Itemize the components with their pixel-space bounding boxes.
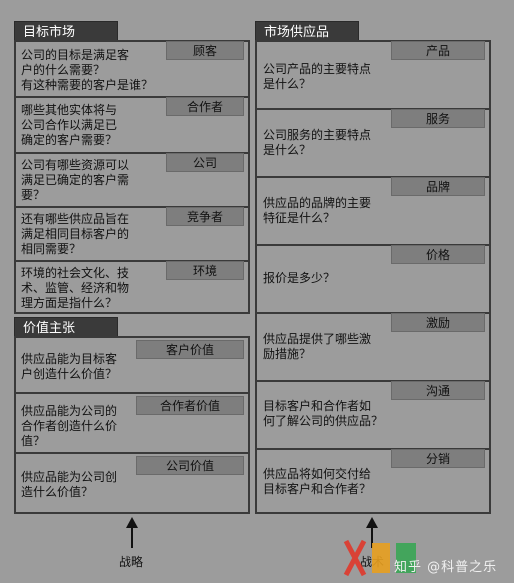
value-row-customer: 客户价值 供应品能为目标客 户创造什么价值？ xyxy=(16,338,248,394)
tag-product: 产品 xyxy=(391,41,485,60)
tag-environment: 环境 xyxy=(166,261,244,280)
question-company-value: 供应品能为公司创 造什么价值？ xyxy=(21,470,118,499)
question-company: 公司有哪些资源可以 满足已确定的客户需 要？ xyxy=(21,158,130,202)
tactics-arrow-head xyxy=(366,517,378,528)
tag-company: 公司 xyxy=(166,153,244,172)
tag-customer: 顾客 xyxy=(166,41,244,60)
offering-row-distribution: 分销 供应品将如何交付给 目标客户和合作者？ xyxy=(257,449,489,512)
target-market-header: 目标市场 xyxy=(14,21,118,42)
offering-row-product: 产品 公司产品的主要特点 是什么？ xyxy=(257,41,489,110)
question-customer-value: 供应品能为目标客 户创造什么价值？ xyxy=(21,352,118,381)
tag-price: 价格 xyxy=(391,245,485,264)
tag-brand: 品牌 xyxy=(391,177,485,196)
question-competitor: 还有哪些供应品旨在 满足相同目标客户的 相同需要？ xyxy=(21,212,130,256)
market-row-customer: 顾客 公司的目标是满足客 户的什么需要？ 有这种需要的客户是谁？ xyxy=(16,41,248,98)
tag-incentives: 激励 xyxy=(391,313,485,332)
value-row-collaborator: 合作者价值 供应品能为公司的 合作者创造什么价 值？ xyxy=(16,394,248,454)
strategy-caption: 战略 xyxy=(119,555,144,569)
tag-company-value: 公司价值 xyxy=(136,456,244,475)
tag-communication: 沟通 xyxy=(391,381,485,400)
watermark-logo-icon xyxy=(343,539,416,577)
question-customer: 公司的目标是满足客 户的什么需要？ 有这种需要的客户是谁？ xyxy=(21,48,154,92)
target-market-panel: 顾客 公司的目标是满足客 户的什么需要？ 有这种需要的客户是谁？ 合作者 哪些其… xyxy=(14,40,250,314)
market-row-company: 公司 公司有哪些资源可以 满足已确定的客户需 要？ xyxy=(16,153,248,208)
question-service: 公司服务的主要特点 是什么？ xyxy=(263,128,372,157)
question-distribution: 供应品将如何交付给 目标客户和合作者？ xyxy=(263,467,372,496)
offering-row-incentives: 激励 供应品提供了哪些激 励措施？ xyxy=(257,313,489,382)
question-incentives: 供应品提供了哪些激 励措施？ xyxy=(263,332,372,361)
offering-row-communication: 沟通 目标客户和合作者如 何了解公司的供应品？ xyxy=(257,381,489,450)
value-proposition-header: 价值主张 xyxy=(14,317,118,338)
question-environment: 环境的社会文化、技 术、监管、经济和物 理方面是指什么？ xyxy=(21,266,130,310)
offering-row-brand: 品牌 供应品的品牌的主要 特征是什么？ xyxy=(257,177,489,246)
question-price: 报价是多少？ xyxy=(263,271,336,285)
watermark-text: 知乎 @科普之乐 xyxy=(394,560,498,575)
value-proposition-panel: 客户价值 供应品能为目标客 户创造什么价值？ 合作者价值 供应品能为公司的 合作… xyxy=(14,336,250,514)
tag-competitor: 竞争者 xyxy=(166,207,244,226)
market-offering-panel: 产品 公司产品的主要特点 是什么？ 服务 公司服务的主要特点 是什么？ 品牌 供… xyxy=(255,40,491,514)
market-row-collaborator: 合作者 哪些其他实体将与 公司合作以满足已 确定的客户需要？ xyxy=(16,97,248,154)
tag-customer-value: 客户价值 xyxy=(136,340,244,359)
strategy-arrow-head xyxy=(126,517,138,528)
offering-row-service: 服务 公司服务的主要特点 是什么？ xyxy=(257,109,489,178)
question-product: 公司产品的主要特点 是什么？ xyxy=(263,62,372,91)
offering-row-price: 价格 报价是多少？ xyxy=(257,245,489,314)
market-row-environment: 环境 环境的社会文化、技 术、监管、经济和物 理方面是指什么？ xyxy=(16,261,248,312)
tag-service: 服务 xyxy=(391,109,485,128)
market-row-competitor: 竞争者 还有哪些供应品旨在 满足相同目标客户的 相同需要？ xyxy=(16,207,248,262)
question-brand: 供应品的品牌的主要 特征是什么？ xyxy=(263,196,372,225)
tag-collaborator-value: 合作者价值 xyxy=(136,396,244,415)
question-communication: 目标客户和合作者如 何了解公司的供应品？ xyxy=(263,399,384,428)
market-offering-header: 市场供应品 xyxy=(255,21,359,42)
strategy-arrow-shaft xyxy=(131,526,133,548)
question-collaborator: 哪些其他实体将与 公司合作以满足已 确定的客户需要？ xyxy=(21,103,118,147)
question-collaborator-value: 供应品能为公司的 合作者创造什么价 值？ xyxy=(21,404,118,448)
tag-collaborator: 合作者 xyxy=(166,97,244,116)
tag-distribution: 分销 xyxy=(391,449,485,468)
tactics-arrow-shaft xyxy=(371,526,373,548)
value-row-company: 公司价值 供应品能为公司创 造什么价值？ xyxy=(16,454,248,512)
